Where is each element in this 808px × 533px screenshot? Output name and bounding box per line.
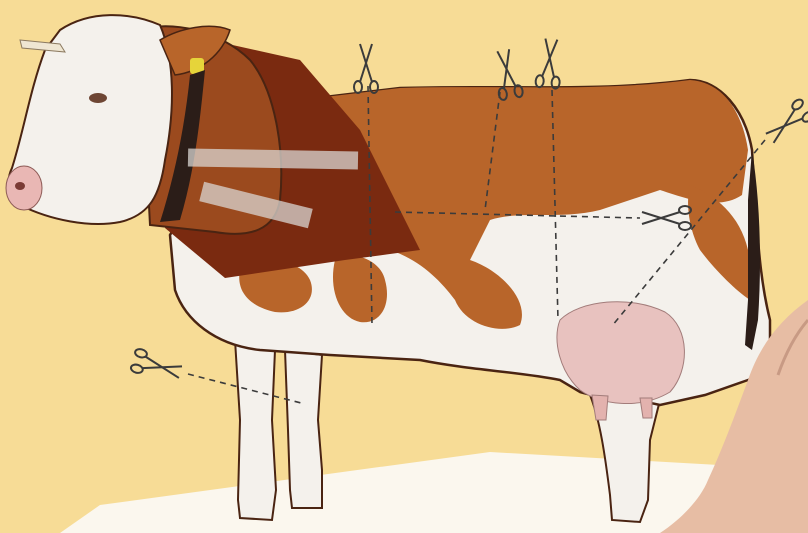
- cow-front-leg-right: [285, 350, 322, 508]
- cow-front-leg-left: [235, 340, 276, 520]
- cow-eye: [89, 93, 107, 103]
- cow-nostril: [15, 182, 25, 190]
- tape-strip: [188, 149, 358, 170]
